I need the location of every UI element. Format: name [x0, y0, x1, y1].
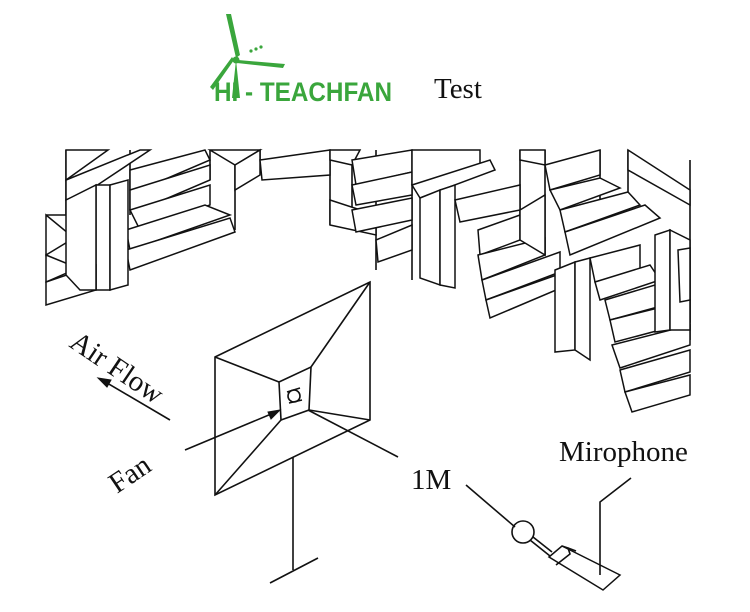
fan-stand — [269, 457, 319, 584]
page-title: Test — [434, 73, 482, 105]
microphone-icon — [511, 520, 622, 591]
fan-label: Fan — [103, 449, 157, 500]
microphone-pointer — [599, 477, 632, 575]
wind-turbine-icon — [210, 14, 285, 98]
anechoic-wedge-wall — [45, 148, 691, 413]
logo-text: HI - TEACHFAN — [214, 77, 392, 107]
fan-pointer-arrow-icon — [184, 409, 282, 451]
microphone-label: Mirophone — [559, 436, 688, 468]
distance-line-lower — [465, 484, 516, 528]
fan-hub-housing — [278, 365, 312, 422]
fan-spokes — [214, 281, 371, 496]
distance-line — [307, 409, 399, 458]
air-flow-arrow-icon — [96, 377, 171, 421]
brand-logo: HI - TEACHFAN — [210, 14, 392, 107]
distance-label: 1M — [411, 464, 451, 496]
fan — [214, 280, 371, 584]
air-flow-label: Air Flow — [64, 325, 169, 411]
